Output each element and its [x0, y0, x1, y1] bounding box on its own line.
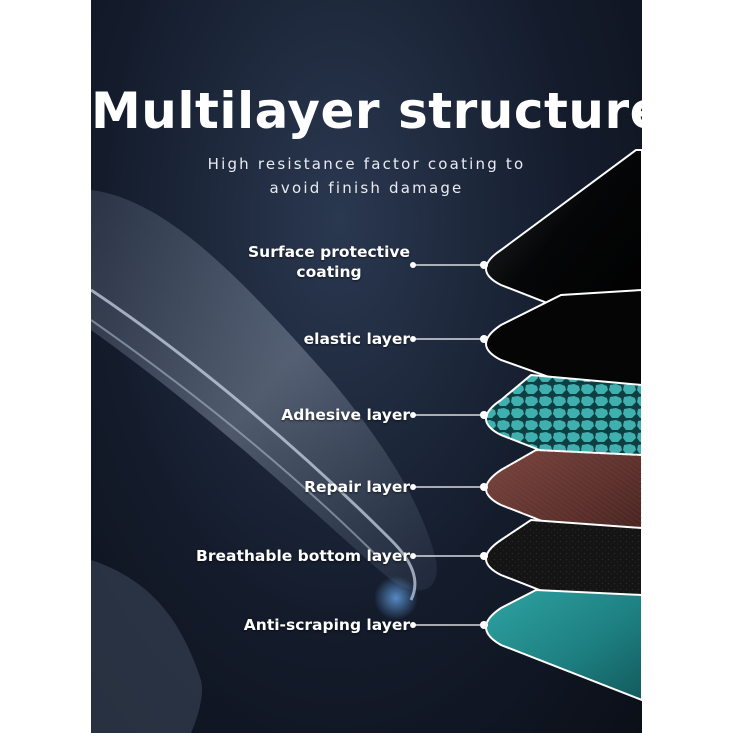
layer-swatch-anti-scraping [485, 588, 642, 702]
callout-anti-scraping [410, 621, 488, 629]
label-surface-protective-coating: Surface protective coating [248, 242, 410, 282]
label-repair-layer: Repair layer [304, 478, 410, 496]
callout-surface [410, 261, 488, 269]
subtitle-line-1: High resistance factor coating to [207, 155, 526, 173]
page-subtitle: High resistance factor coating to avoid … [91, 152, 642, 200]
label-line: coating [296, 263, 362, 281]
callout-breathable [410, 552, 488, 560]
callout-elastic [410, 335, 488, 343]
layer-illustration [91, 149, 642, 733]
callout-adhesive [410, 411, 488, 419]
label-anti-scraping-layer: Anti-scraping layer [243, 616, 410, 634]
subtitle-line-2: avoid finish damage [269, 179, 464, 197]
layer-swatch-elastic [485, 288, 642, 412]
label-adhesive-layer: Adhesive layer [281, 406, 410, 424]
curved-film [91, 190, 437, 733]
page-title: Multilayer structure [91, 82, 642, 140]
label-line: Surface protective [248, 243, 410, 261]
product-infographic-panel: Multilayer structure High resistance fac… [91, 0, 642, 733]
label-elastic-layer: elastic layer [303, 330, 410, 348]
callout-repair [410, 483, 488, 491]
label-breathable-bottom-layer: Breathable bottom layer [196, 547, 410, 565]
